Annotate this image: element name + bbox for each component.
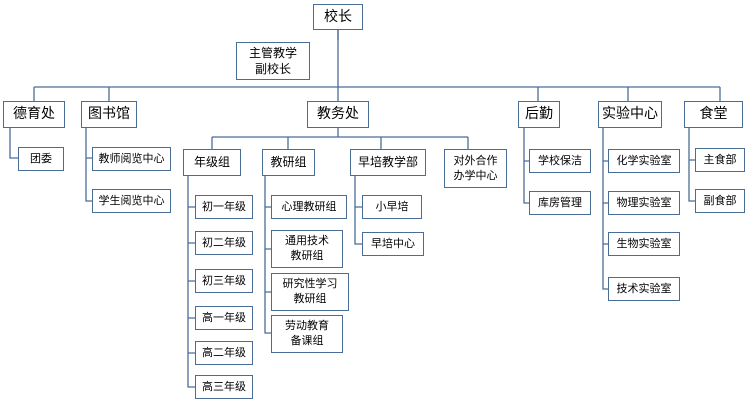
early-training-box: 早培教学部 [350, 149, 426, 176]
moral-office-box: 德育处 [3, 101, 65, 128]
grade-group-box: 年级组 [183, 149, 241, 176]
grade-11-box: 高二年级 [195, 341, 253, 365]
external-cooperation-box: 对外合作 办学中心 [444, 149, 507, 188]
lab-center-box: 实验中心 [598, 101, 662, 128]
grade-12-box: 高三年级 [195, 375, 253, 399]
warehouse-management-box: 库房管理 [529, 191, 591, 215]
research-study-box: 研究性学习 教研组 [271, 273, 349, 311]
psychology-research-box: 心理教研组 [271, 195, 347, 219]
logistics-box: 后勤 [518, 101, 560, 128]
labor-education-box: 劳动教育 备课组 [271, 315, 343, 353]
general-tech-research-box: 通用技术 教研组 [271, 230, 343, 268]
research-group-box: 教研组 [262, 149, 315, 176]
grade-9-box: 初三年级 [195, 269, 253, 293]
academic-office-box: 教务处 [307, 101, 369, 128]
early-training-center-box: 早培中心 [362, 232, 424, 256]
staple-food-box: 主食部 [695, 148, 745, 172]
teacher-reading-center-box: 教师阅览中心 [92, 147, 171, 171]
grade-10-box: 高一年级 [195, 306, 253, 330]
technology-lab-box: 技术实验室 [608, 277, 680, 301]
student-reading-center-box: 学生阅览中心 [92, 189, 171, 213]
biology-lab-box: 生物实验室 [608, 232, 680, 256]
junior-early-training-box: 小早培 [362, 195, 422, 219]
library-box: 图书馆 [81, 101, 137, 128]
youth-league-box: 团委 [18, 147, 64, 171]
principal-box: 校长 [313, 4, 363, 30]
school-cleaning-box: 学校保洁 [529, 149, 591, 173]
non-staple-food-box: 副食部 [695, 189, 745, 213]
canteen-box: 食堂 [684, 101, 743, 128]
vice-principal-box: 主管教学 副校长 [236, 42, 310, 80]
grade-8-box: 初二年级 [195, 231, 253, 255]
physics-lab-box: 物理实验室 [608, 191, 680, 215]
grade-7-box: 初一年级 [195, 195, 253, 219]
chemistry-lab-box: 化学实验室 [608, 149, 680, 173]
